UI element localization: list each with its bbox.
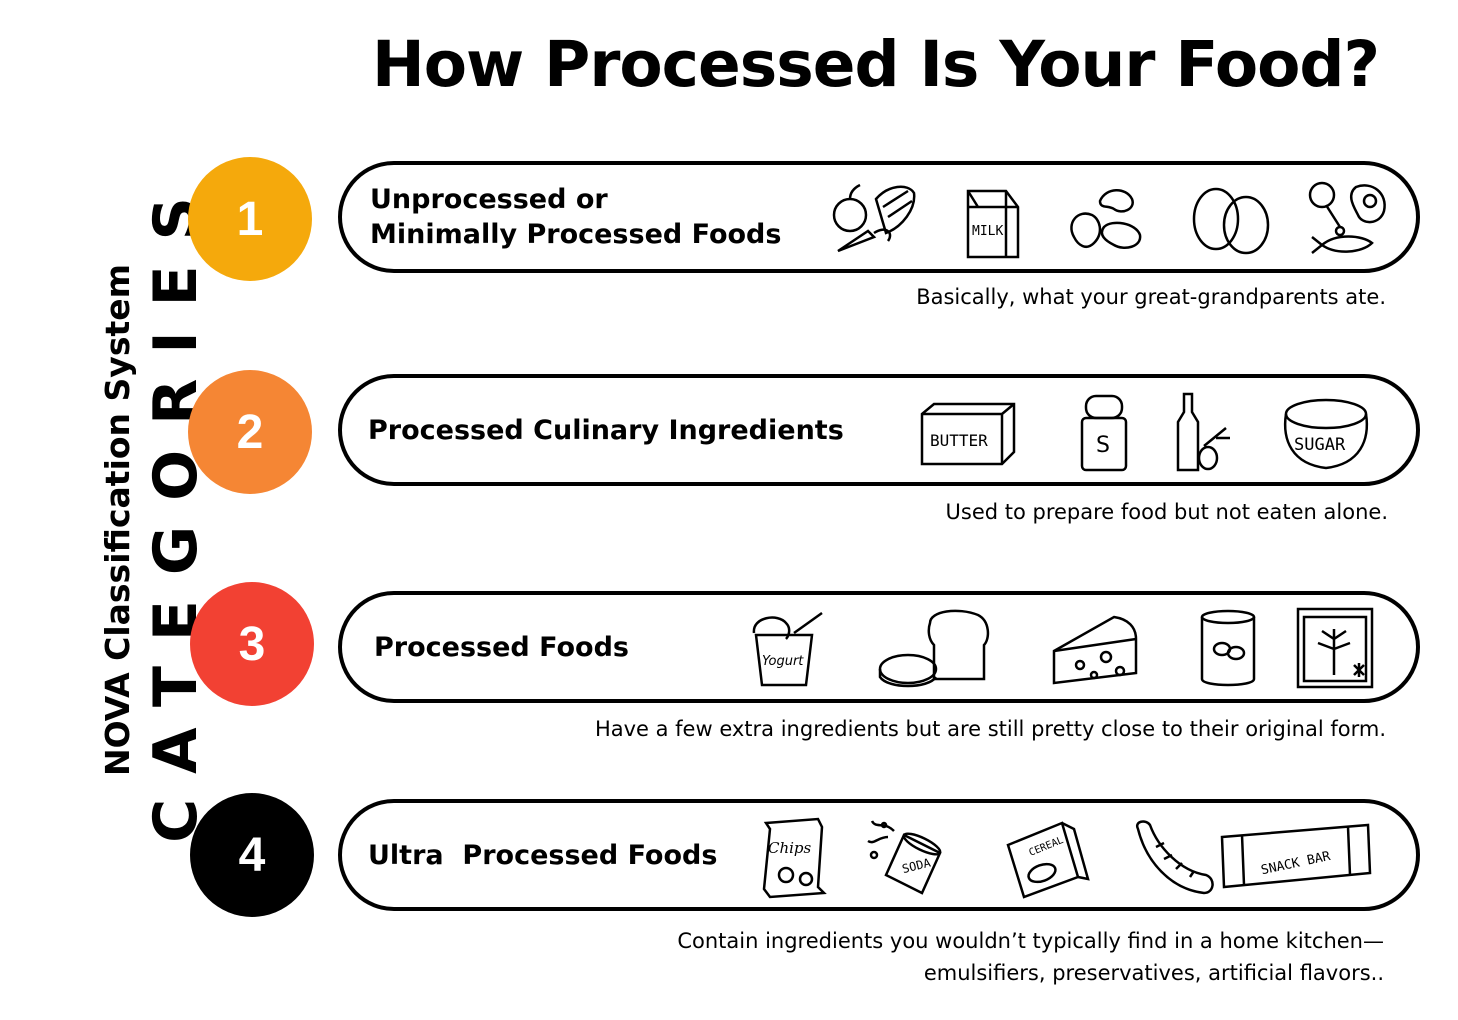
beans-icon [1060, 179, 1150, 257]
category-2-description: Used to prepare food but not eaten alone… [488, 496, 1388, 528]
category-2-number-badge: 2 [188, 370, 312, 494]
description-line: Have a few extra ingredients but are sti… [594, 717, 1386, 741]
page-title: How Processed Is Your Food? [372, 28, 1380, 101]
category-1-description: Basically, what your great-grandparents … [486, 281, 1386, 313]
category-4-label: Ultra Processed Foods [368, 839, 718, 871]
salt-label: S [1096, 433, 1110, 458]
description-line: Contain ingredients you wouldn’t typical… [677, 929, 1384, 953]
description-line: Basically, what your great-grandparents … [916, 285, 1386, 309]
category-1-label: Unprocessed or Minimally Processed Foods [370, 184, 782, 250]
salt-shaker-icon: S [1058, 392, 1148, 470]
cereal-box-icon: CEREAL [1002, 817, 1092, 895]
chips-label: Chips [768, 839, 812, 857]
soda-can-icon: SODA [864, 817, 954, 895]
butter-icon: BUTTER [914, 392, 1018, 470]
sugar-bowl-icon: SUGAR [1276, 392, 1376, 470]
category-4-card: Ultra Processed Foods Chips SODA CEREAL [338, 799, 1420, 911]
eggs-icon [1186, 179, 1276, 257]
frozen-greens-icon [1288, 609, 1378, 687]
description-line: emulsifiers, preservatives, artificial f… [923, 961, 1384, 985]
category-2-label: Processed Culinary Ingredients [368, 414, 844, 446]
category-4-number-badge: 4 [190, 793, 314, 917]
snack-bar-label: SNACK BAR [1260, 849, 1332, 878]
category-3-card: Processed Foods Yogurt [338, 591, 1420, 703]
soda-label: SODA [901, 855, 933, 876]
description-line: Used to prepare food but not eaten alone… [945, 500, 1388, 524]
bread-loaf-icon [878, 609, 992, 687]
category-1-card: Unprocessed or Minimally Processed Foods… [338, 161, 1420, 273]
category-1-number-badge: 1 [188, 157, 312, 281]
olive-oil-icon [1164, 392, 1254, 470]
chips-bag-icon: Chips [752, 817, 842, 895]
sugar-label: SUGAR [1294, 435, 1346, 455]
meat-fish-icon [1300, 179, 1390, 257]
milk-label: MILK [972, 224, 1003, 239]
sidebar-subtitle: NOVA Classification System [98, 264, 137, 776]
category-3-description: Have a few extra ingredients but are sti… [486, 713, 1386, 745]
milk-carton-icon: MILK [948, 179, 1038, 257]
yogurt-icon: Yogurt [744, 609, 834, 687]
snack-bar-icon: SNACK BAR [1216, 817, 1376, 895]
butter-label: BUTTER [930, 431, 988, 450]
canned-beans-icon [1182, 609, 1272, 687]
category-2-card: Processed Culinary Ingredients BUTTER S … [338, 374, 1420, 486]
cheese-icon [1050, 609, 1140, 687]
cereal-label: CEREAL [1028, 835, 1066, 859]
category-3-number-badge: 3 [190, 582, 314, 706]
category-4-description: Contain ingredients you wouldn’t typical… [484, 925, 1384, 989]
category-3-label: Processed Foods [374, 631, 629, 663]
sausage-icon [1130, 817, 1220, 895]
fruits-vegetables-icon [828, 179, 918, 257]
yogurt-label: Yogurt [762, 654, 804, 669]
